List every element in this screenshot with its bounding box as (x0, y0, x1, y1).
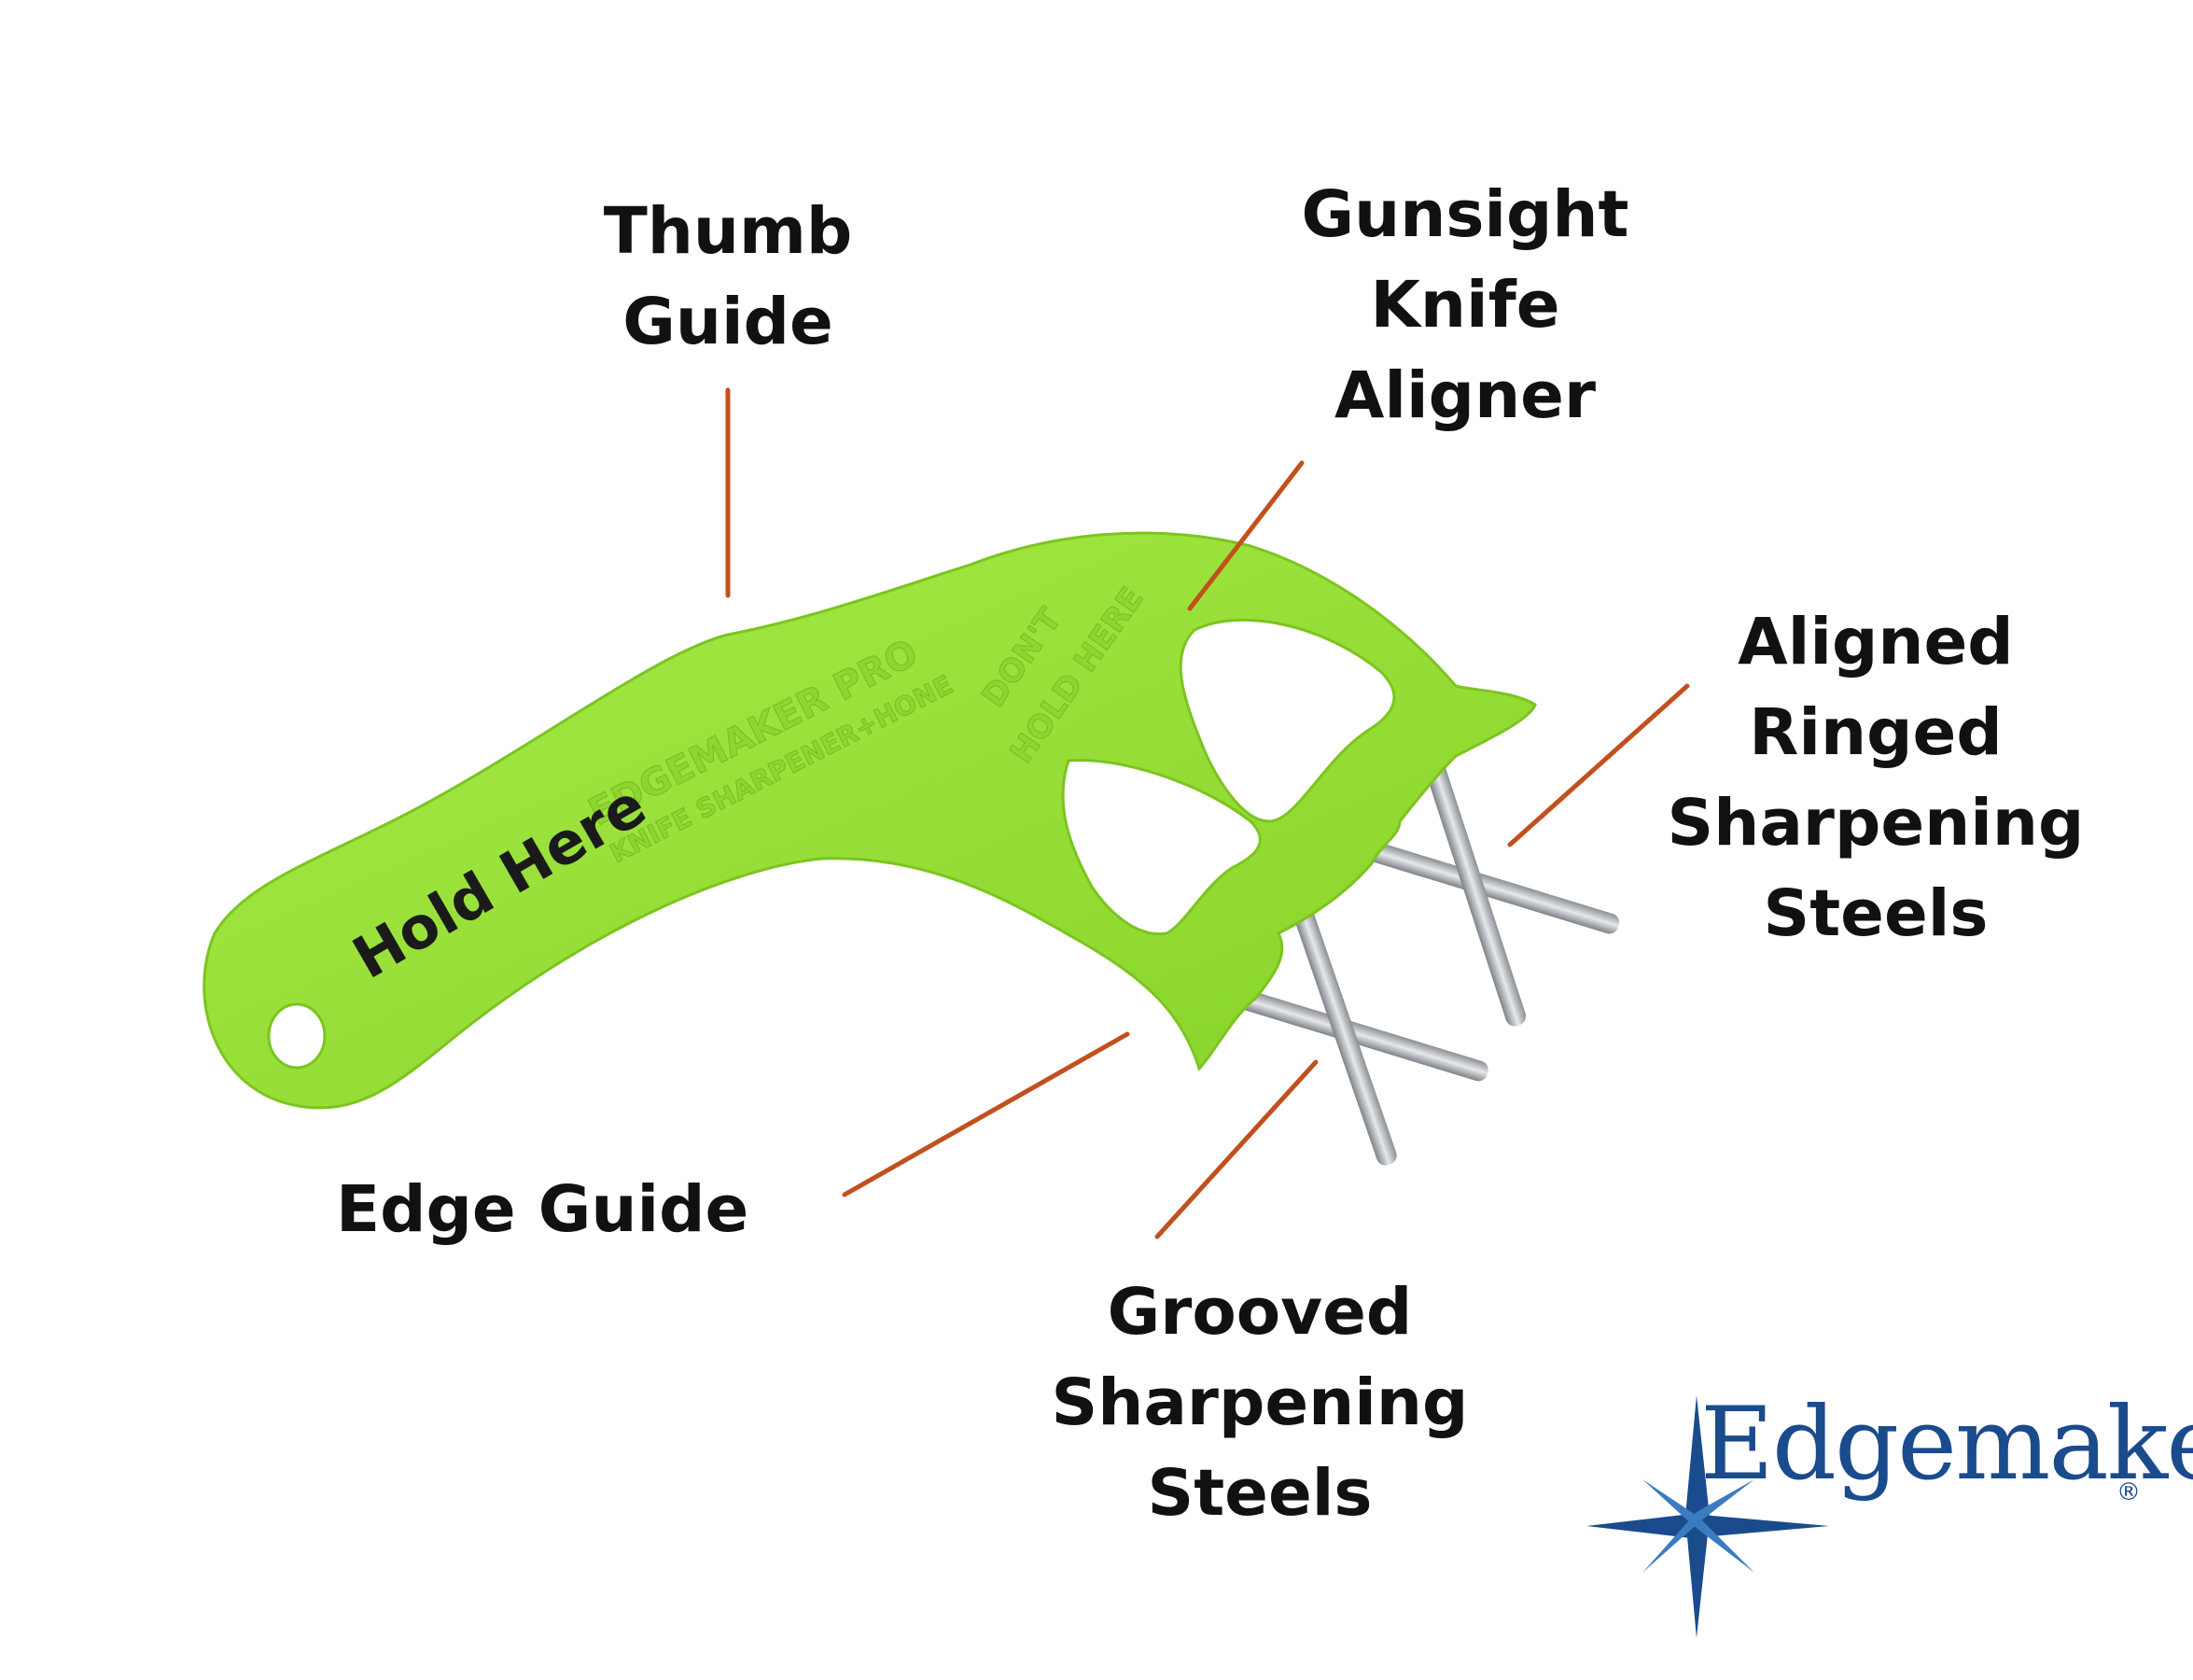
grooved-steels-leader (1154, 1059, 1319, 1239)
aligned-steels-leader (1507, 683, 1690, 847)
grooved-steel-rod-vertical (1293, 907, 1397, 1166)
grooved-steels-label: Grooved Sharpening Steels (1051, 1275, 1469, 1531)
registered-mark: ® (2116, 1478, 2141, 1506)
ringed-steel-rod-vertical (1424, 758, 1527, 1027)
edgemaker-logo-wordmark: Edgemaker (1700, 1386, 2193, 1503)
edge-guide-label: Edge Guide (336, 1172, 749, 1247)
thumb-guide-label: Thumb Guide (603, 194, 853, 359)
grooved-steel-rod-horizontal (1228, 987, 1488, 1082)
hanging-hole (267, 1002, 327, 1070)
gunsight-aligner-label: Gunsight Knife Aligner (1301, 177, 1629, 433)
aligned-ringed-steels (1368, 758, 1620, 1027)
edge-guide-leader (842, 1031, 1130, 1197)
ringed-steel-rod-horizontal (1368, 842, 1620, 934)
edgemaker-star-icon (1586, 1395, 1829, 1638)
grooved-steels (1228, 907, 1488, 1166)
gunsight-aligner-leader (1187, 460, 1305, 611)
callout-lines (725, 387, 1690, 1239)
upper-slot (1179, 618, 1396, 823)
lower-slot (1061, 758, 1262, 936)
aligned-ringed-steels-label: Aligned Ringed Sharpening Steels (1667, 605, 2085, 951)
